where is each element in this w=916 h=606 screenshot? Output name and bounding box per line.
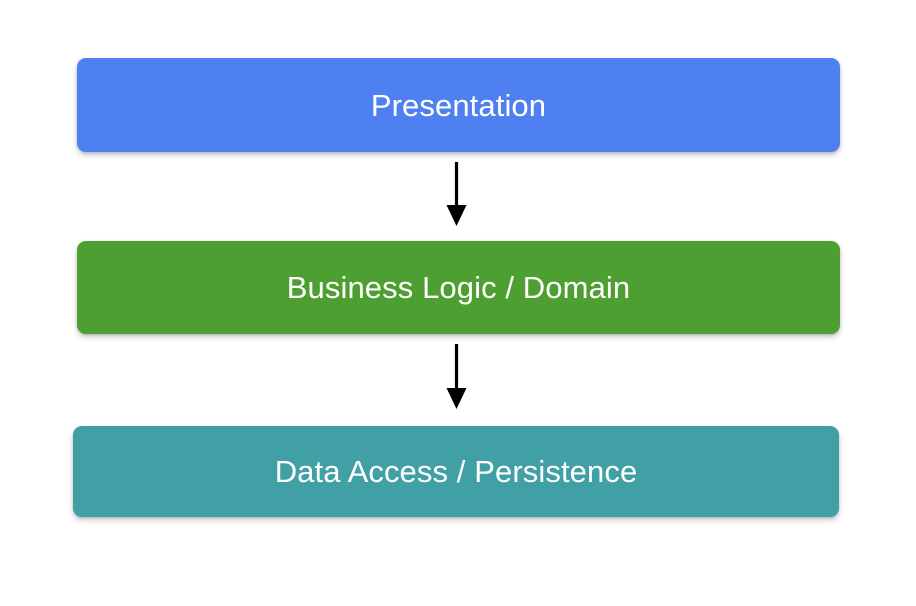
layer-label-business-logic: Business Logic / Domain — [286, 270, 631, 305]
layer-label-presentation: Presentation — [370, 87, 547, 123]
layer-label-data-access: Data Access / Persistence — [274, 454, 638, 489]
layer-box-data-access[interactable]: Data Access / Persistence — [73, 426, 839, 517]
arrow-presentation-to-business — [432, 162, 482, 228]
arrow-down-icon — [446, 162, 467, 226]
arrow-down-icon — [446, 344, 467, 409]
layer-box-presentation[interactable]: Presentation — [77, 58, 840, 152]
layer-box-business-logic[interactable]: Business Logic / Domain — [77, 241, 840, 334]
arrow-business-to-data — [432, 344, 482, 412]
